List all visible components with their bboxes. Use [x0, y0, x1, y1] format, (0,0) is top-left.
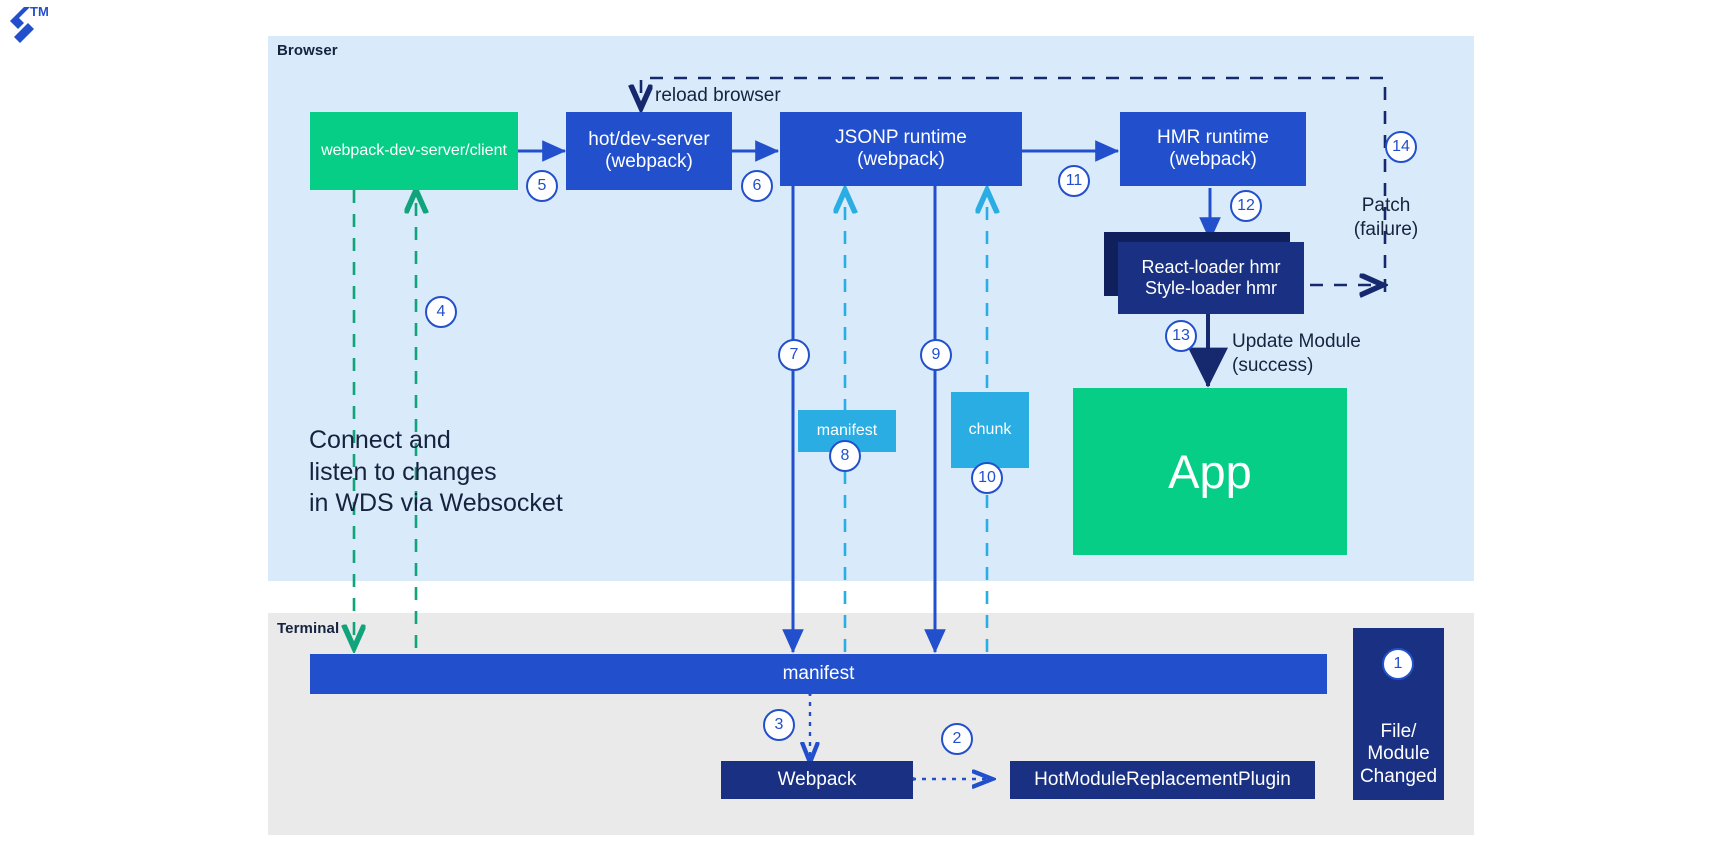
node-label: HotModuleReplacementPlugin — [1034, 768, 1291, 790]
chip-chunk[interactable]: chunk — [951, 392, 1029, 468]
step-marker-1[interactable]: 1 — [1382, 648, 1414, 680]
browser-panel-label: Browser — [277, 42, 338, 59]
node-app[interactable]: App — [1073, 388, 1347, 555]
node-jsonp-runtime[interactable]: JSONP runtime (webpack) — [780, 112, 1022, 186]
reload-browser-label: reload browser — [655, 85, 781, 106]
connect-note-line3: in WDS via Websocket — [309, 489, 563, 517]
node-label: manifest — [782, 662, 855, 684]
update-module-label: Update Module (success) — [1232, 330, 1402, 378]
step-marker-14[interactable]: 14 — [1385, 131, 1417, 163]
node-label: webpack-dev-server/client — [321, 141, 507, 159]
node-loader-hmr[interactable]: React-loader hmr Style-loader hmr — [1118, 242, 1304, 314]
update-module-line1: Update Module — [1232, 331, 1361, 352]
step-marker-6[interactable]: 6 — [741, 170, 773, 202]
step-marker-5[interactable]: 5 — [526, 170, 558, 202]
step-marker-11[interactable]: 11 — [1058, 165, 1090, 197]
node-label-line1: React-loader hmr — [1141, 256, 1281, 277]
step-marker-12[interactable]: 12 — [1230, 190, 1262, 222]
patch-failure-line1: Patch — [1361, 195, 1411, 216]
node-webpack-dev-server-client[interactable]: webpack-dev-server/client — [310, 112, 518, 190]
terminal-panel-label: Terminal — [277, 620, 340, 637]
node-label: App — [1168, 444, 1252, 498]
node-label-line2: (webpack) — [605, 151, 693, 172]
node-file-module-changed[interactable]: File/ Module Changed — [1353, 628, 1444, 800]
step-marker-13[interactable]: 13 — [1165, 320, 1197, 352]
node-manifest-bar[interactable]: manifest — [310, 654, 1327, 694]
step-marker-8[interactable]: 8 — [829, 440, 861, 472]
node-label-line1: HMR runtime — [1157, 126, 1269, 148]
chip-label: manifest — [816, 421, 878, 439]
node-label-line2: (webpack) — [857, 149, 945, 170]
connect-note-line2: listen to changes — [309, 457, 497, 486]
patch-failure-label: Patch (failure) — [1336, 194, 1436, 242]
node-label-line2: Module — [1367, 743, 1430, 765]
connect-note: Connect and listen to changes in WDS via… — [309, 425, 669, 520]
node-label-line3: Changed — [1359, 765, 1438, 787]
step-marker-10[interactable]: 10 — [971, 462, 1003, 494]
trademark-label: TM — [30, 4, 49, 19]
node-hot-module-replacement-plugin[interactable]: HotModuleReplacementPlugin — [1010, 761, 1315, 799]
node-label-line1: File/ — [1380, 720, 1417, 742]
brand-logo-icon — [10, 7, 34, 43]
step-marker-2[interactable]: 2 — [941, 723, 973, 755]
update-module-line2: (success) — [1232, 354, 1314, 376]
node-label-line1: JSONP runtime — [835, 126, 967, 148]
node-webpack[interactable]: Webpack — [721, 761, 913, 799]
step-marker-7[interactable]: 7 — [778, 339, 810, 371]
step-marker-3[interactable]: 3 — [763, 709, 795, 741]
node-hmr-runtime[interactable]: HMR runtime (webpack) — [1120, 112, 1306, 186]
node-label-line2: Style-loader hmr — [1144, 278, 1278, 298]
node-hot-dev-server[interactable]: hot/dev-server (webpack) — [566, 112, 732, 190]
terminal-panel — [268, 613, 1474, 835]
node-label-line1: hot/dev-server — [588, 128, 710, 150]
node-label-line2: (webpack) — [1169, 149, 1257, 170]
connect-note-line1: Connect and — [309, 426, 451, 454]
patch-failure-line2: (failure) — [1353, 218, 1419, 240]
node-label: Webpack — [777, 768, 857, 790]
step-marker-9[interactable]: 9 — [920, 339, 952, 371]
step-marker-4[interactable]: 4 — [425, 296, 457, 328]
chip-label: chunk — [968, 420, 1012, 438]
